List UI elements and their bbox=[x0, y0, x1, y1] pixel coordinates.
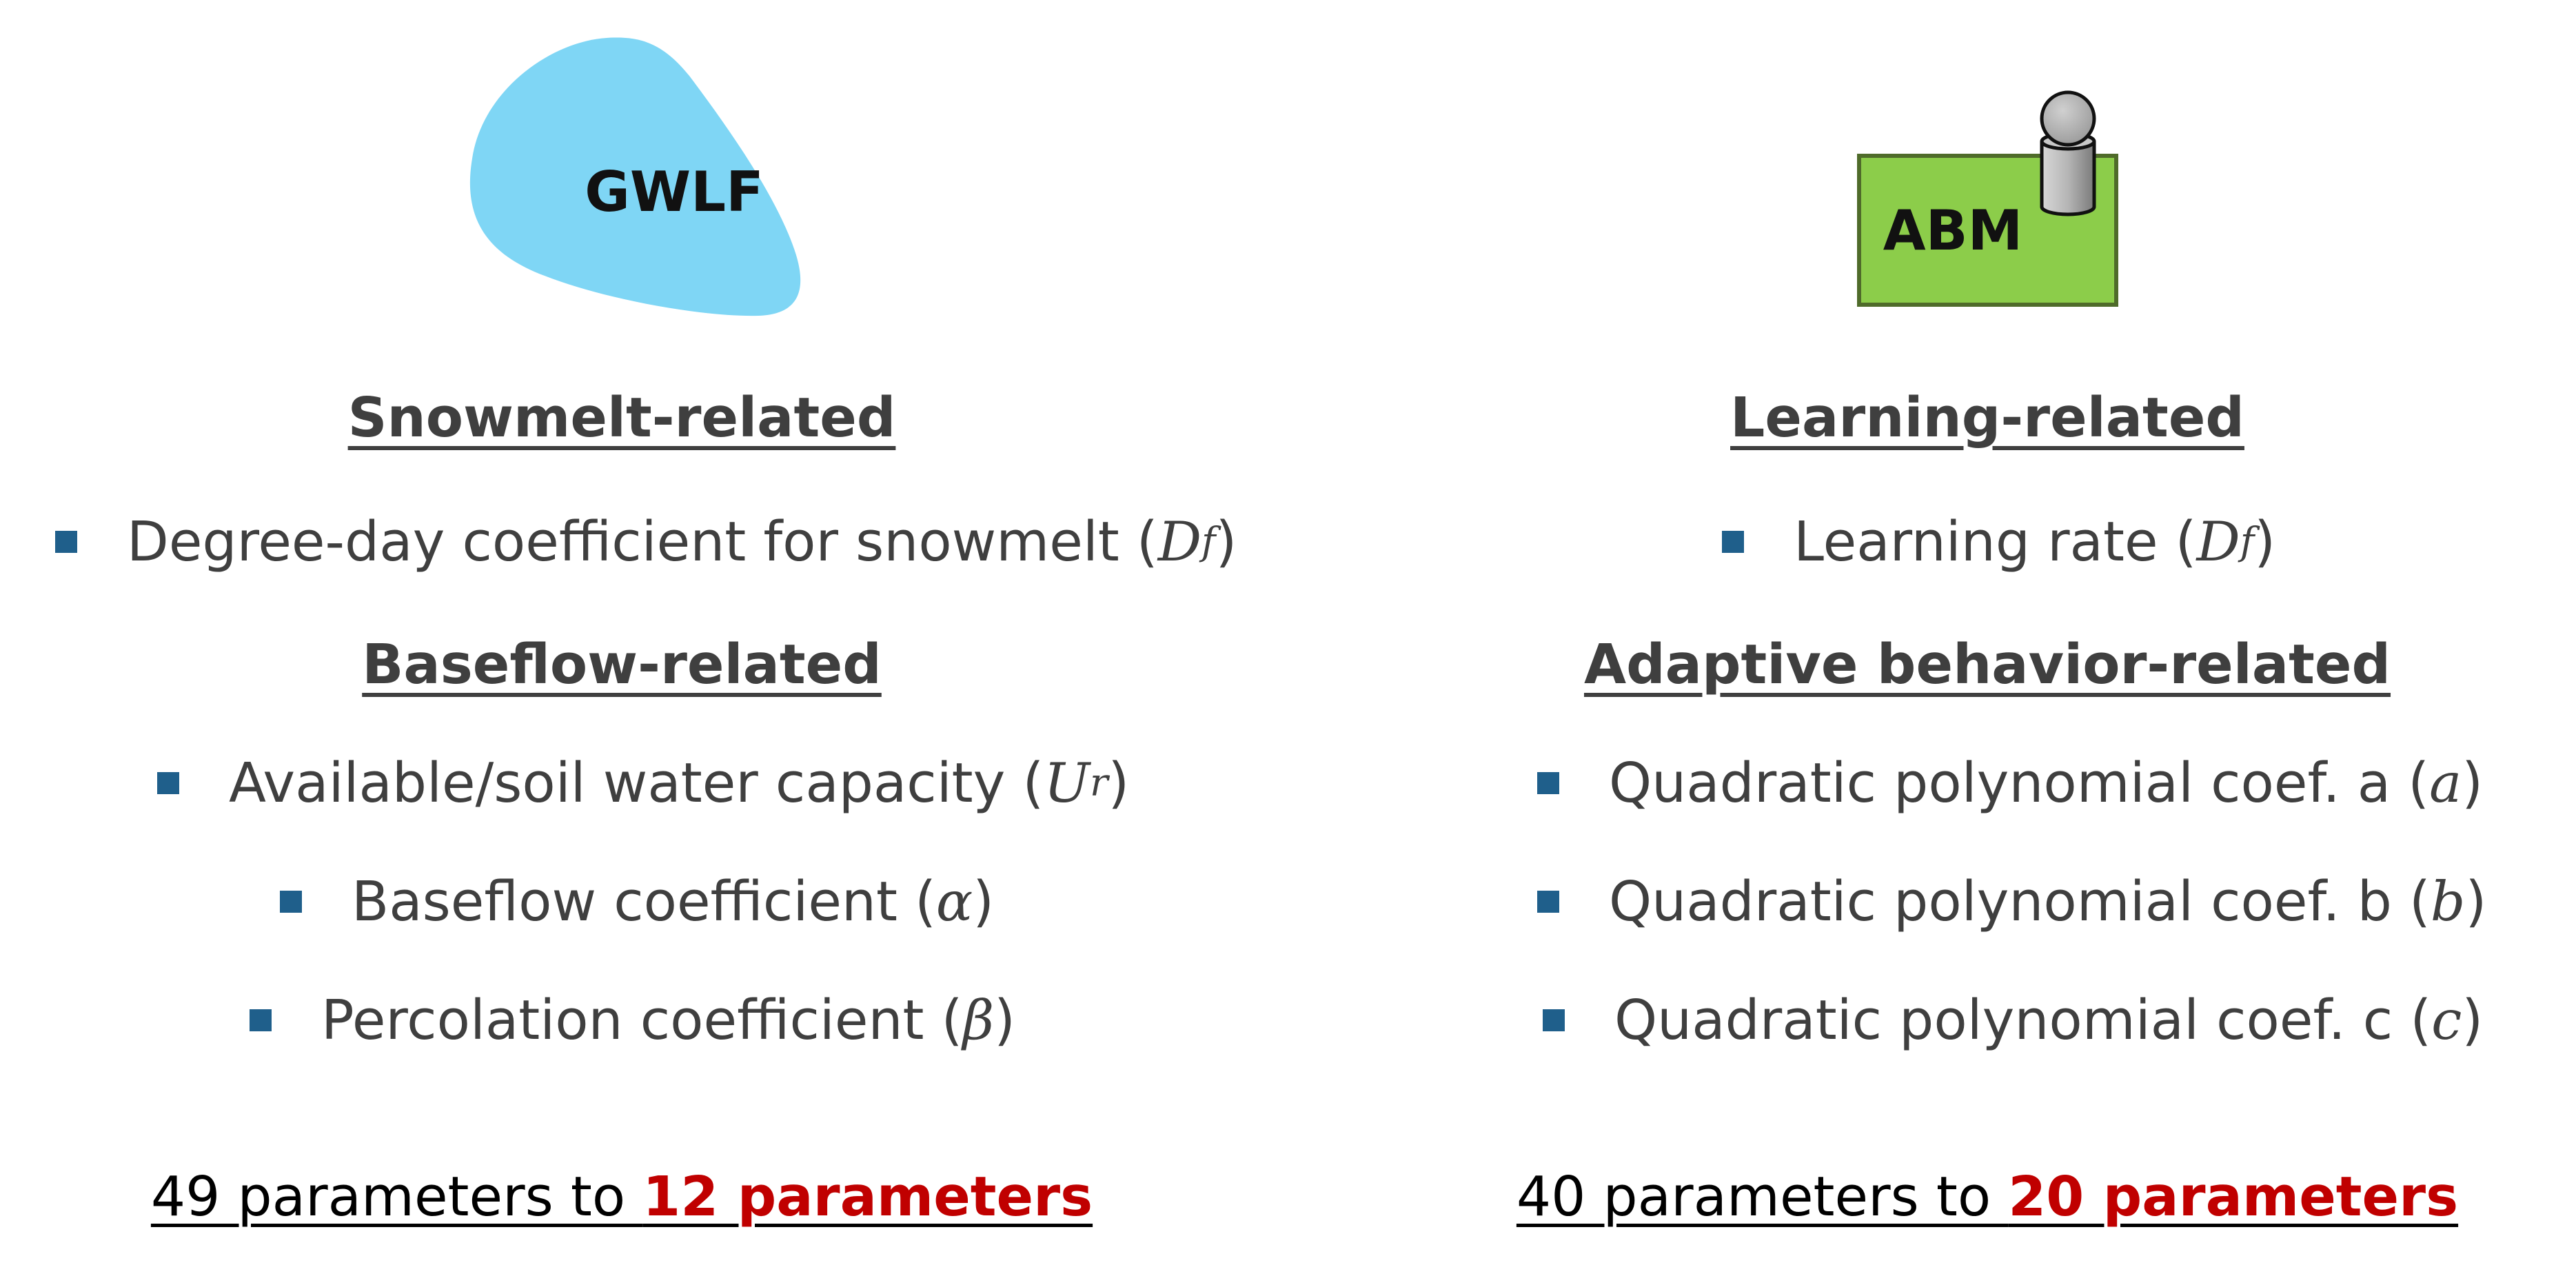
bullet-icon bbox=[1543, 1009, 1565, 1031]
item-close: ) bbox=[2465, 870, 2487, 933]
bullet-icon bbox=[1537, 891, 1559, 913]
item-close: ) bbox=[994, 989, 1015, 1052]
summary-highlight: 20 parameters bbox=[2008, 1165, 2459, 1228]
item-symbol: c bbox=[2431, 989, 2462, 1052]
list-item: Baseflow coefficient (α) bbox=[280, 870, 994, 933]
list-item: Quadratic polynomial coef. c (c) bbox=[1543, 989, 2483, 1052]
item-close: ) bbox=[1108, 751, 1130, 815]
summary-prefix: 49 parameters to bbox=[150, 1165, 643, 1228]
item-close: ) bbox=[973, 870, 995, 933]
summary-prefix: 40 parameters to bbox=[1516, 1165, 2009, 1228]
item-close: ) bbox=[1215, 510, 1237, 574]
item-symbol: D bbox=[2196, 510, 2240, 574]
bullet-icon bbox=[157, 772, 179, 794]
item-symbol: α bbox=[935, 870, 973, 933]
item-close: ) bbox=[2462, 751, 2484, 815]
water-blob-icon bbox=[469, 37, 801, 316]
item-symbol-subscript: r bbox=[1089, 761, 1108, 805]
item-symbol: D bbox=[1157, 510, 1202, 574]
abm-adaptive-heading: Adaptive behavior-related bbox=[1583, 633, 2391, 696]
item-text: Baseflow coefficient ( bbox=[352, 870, 936, 933]
item-text: Percolation coefficient ( bbox=[321, 989, 963, 1052]
bullet-icon bbox=[1722, 531, 1744, 553]
item-text: Available/soil water capacity ( bbox=[229, 751, 1044, 815]
gwlf-snowmelt-heading: Snowmelt-related bbox=[347, 386, 896, 449]
item-close: ) bbox=[2462, 989, 2484, 1052]
list-item: Percolation coefficient (β) bbox=[250, 989, 1015, 1052]
list-item: Quadratic polynomial coef. a (a) bbox=[1537, 751, 2483, 815]
item-symbol: β bbox=[962, 989, 995, 1052]
item-symbol-subscript: f bbox=[2240, 520, 2255, 564]
abm-learning-heading: Learning-related bbox=[1730, 386, 2244, 449]
item-text: Quadratic polynomial coef. b ( bbox=[1609, 870, 2431, 933]
summary-highlight: 12 parameters bbox=[642, 1165, 1093, 1228]
gwlf-summary: 49 parameters to 12 parameters bbox=[151, 1165, 1093, 1228]
item-close: ) bbox=[2254, 510, 2276, 574]
item-symbol: U bbox=[1044, 751, 1090, 815]
gwlf-logo-label: GWLF bbox=[585, 160, 764, 224]
item-symbol-subscript: f bbox=[1201, 520, 1216, 564]
gwlf-baseflow-heading: Baseflow-related bbox=[362, 633, 882, 696]
bullet-icon bbox=[55, 531, 77, 553]
bullet-icon bbox=[250, 1009, 272, 1031]
bullet-icon bbox=[280, 891, 302, 913]
item-text: Quadratic polynomial coef. a ( bbox=[1609, 751, 2430, 815]
bullet-icon bbox=[1537, 772, 1559, 794]
agent-figure-icon bbox=[2040, 90, 2096, 216]
item-text: Quadratic polynomial coef. c ( bbox=[1614, 989, 2432, 1052]
item-text: Learning rate ( bbox=[1794, 510, 2197, 574]
abm-summary: 40 parameters to 20 parameters bbox=[1517, 1165, 2458, 1228]
item-symbol: a bbox=[2429, 751, 2462, 815]
item-symbol: b bbox=[2430, 870, 2466, 933]
list-item: Quadratic polynomial coef. b (b) bbox=[1537, 870, 2486, 933]
abm-logo-label: ABM bbox=[1883, 199, 2023, 263]
item-text: Degree-day coefficient for snowmelt ( bbox=[127, 510, 1158, 574]
